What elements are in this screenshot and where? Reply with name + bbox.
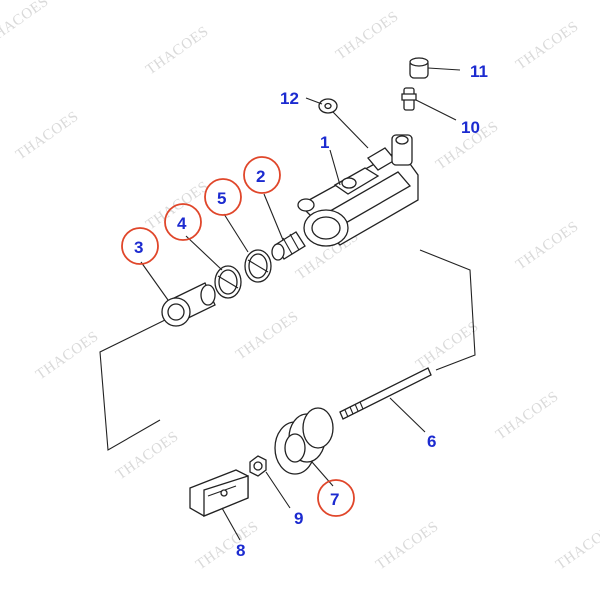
highlight-rings — [121, 156, 355, 517]
part-cap — [409, 57, 429, 79]
highlight-ring-3 — [121, 227, 159, 265]
watermark: THACOES — [113, 428, 182, 483]
watermark: THACOES — [0, 0, 52, 48]
watermark: THACOES — [373, 518, 442, 573]
callout-8: 8 — [236, 541, 245, 560]
highlight-ring-5 — [204, 178, 242, 216]
part-spring — [271, 231, 306, 261]
watermark: THACOES — [33, 328, 102, 383]
watermark: THACOES — [233, 308, 302, 363]
callout-4: 4 — [177, 214, 187, 233]
callout-10: 10 — [461, 118, 480, 137]
part-push-rod — [339, 367, 432, 420]
callout-9: 9 — [294, 509, 303, 528]
callout-labels: 1 2 3 4 5 6 7 8 9 10 11 12 — [134, 62, 488, 560]
callout-11: 11 — [470, 62, 488, 81]
watermark-layer: THACOES THACOES THACOES THACOES THACOES … — [0, 0, 600, 573]
callout-3: 3 — [134, 238, 143, 257]
part-washer — [318, 98, 338, 114]
highlight-ring-7 — [317, 479, 355, 517]
watermark: THACOES — [333, 8, 402, 63]
part-clevis — [189, 469, 249, 517]
watermark: THACOES — [143, 23, 212, 78]
part-piston — [161, 282, 216, 327]
watermark: THACOES — [193, 518, 262, 573]
watermark: THACOES — [513, 218, 582, 273]
part-cup-4 — [214, 265, 242, 299]
watermark: THACOES — [493, 388, 562, 443]
callout-6: 6 — [427, 432, 436, 451]
part-nut — [249, 455, 267, 477]
callout-5: 5 — [217, 189, 226, 208]
assembly-frame-lines — [99, 249, 476, 451]
watermark: THACOES — [553, 518, 600, 573]
callout-2: 2 — [256, 167, 265, 186]
leader-lines — [140, 67, 461, 541]
watermark: THACOES — [13, 108, 82, 163]
part-cup-5 — [244, 249, 272, 283]
highlight-ring-4 — [164, 203, 202, 241]
callout-12: 12 — [280, 89, 299, 108]
part-bleeder-screw — [401, 87, 417, 111]
highlight-ring-2 — [243, 156, 281, 194]
part-boot — [274, 407, 334, 475]
callout-1: 1 — [320, 133, 329, 152]
callout-7: 7 — [330, 490, 339, 509]
part-cylinder-body — [297, 134, 419, 247]
watermark: THACOES — [513, 18, 582, 73]
